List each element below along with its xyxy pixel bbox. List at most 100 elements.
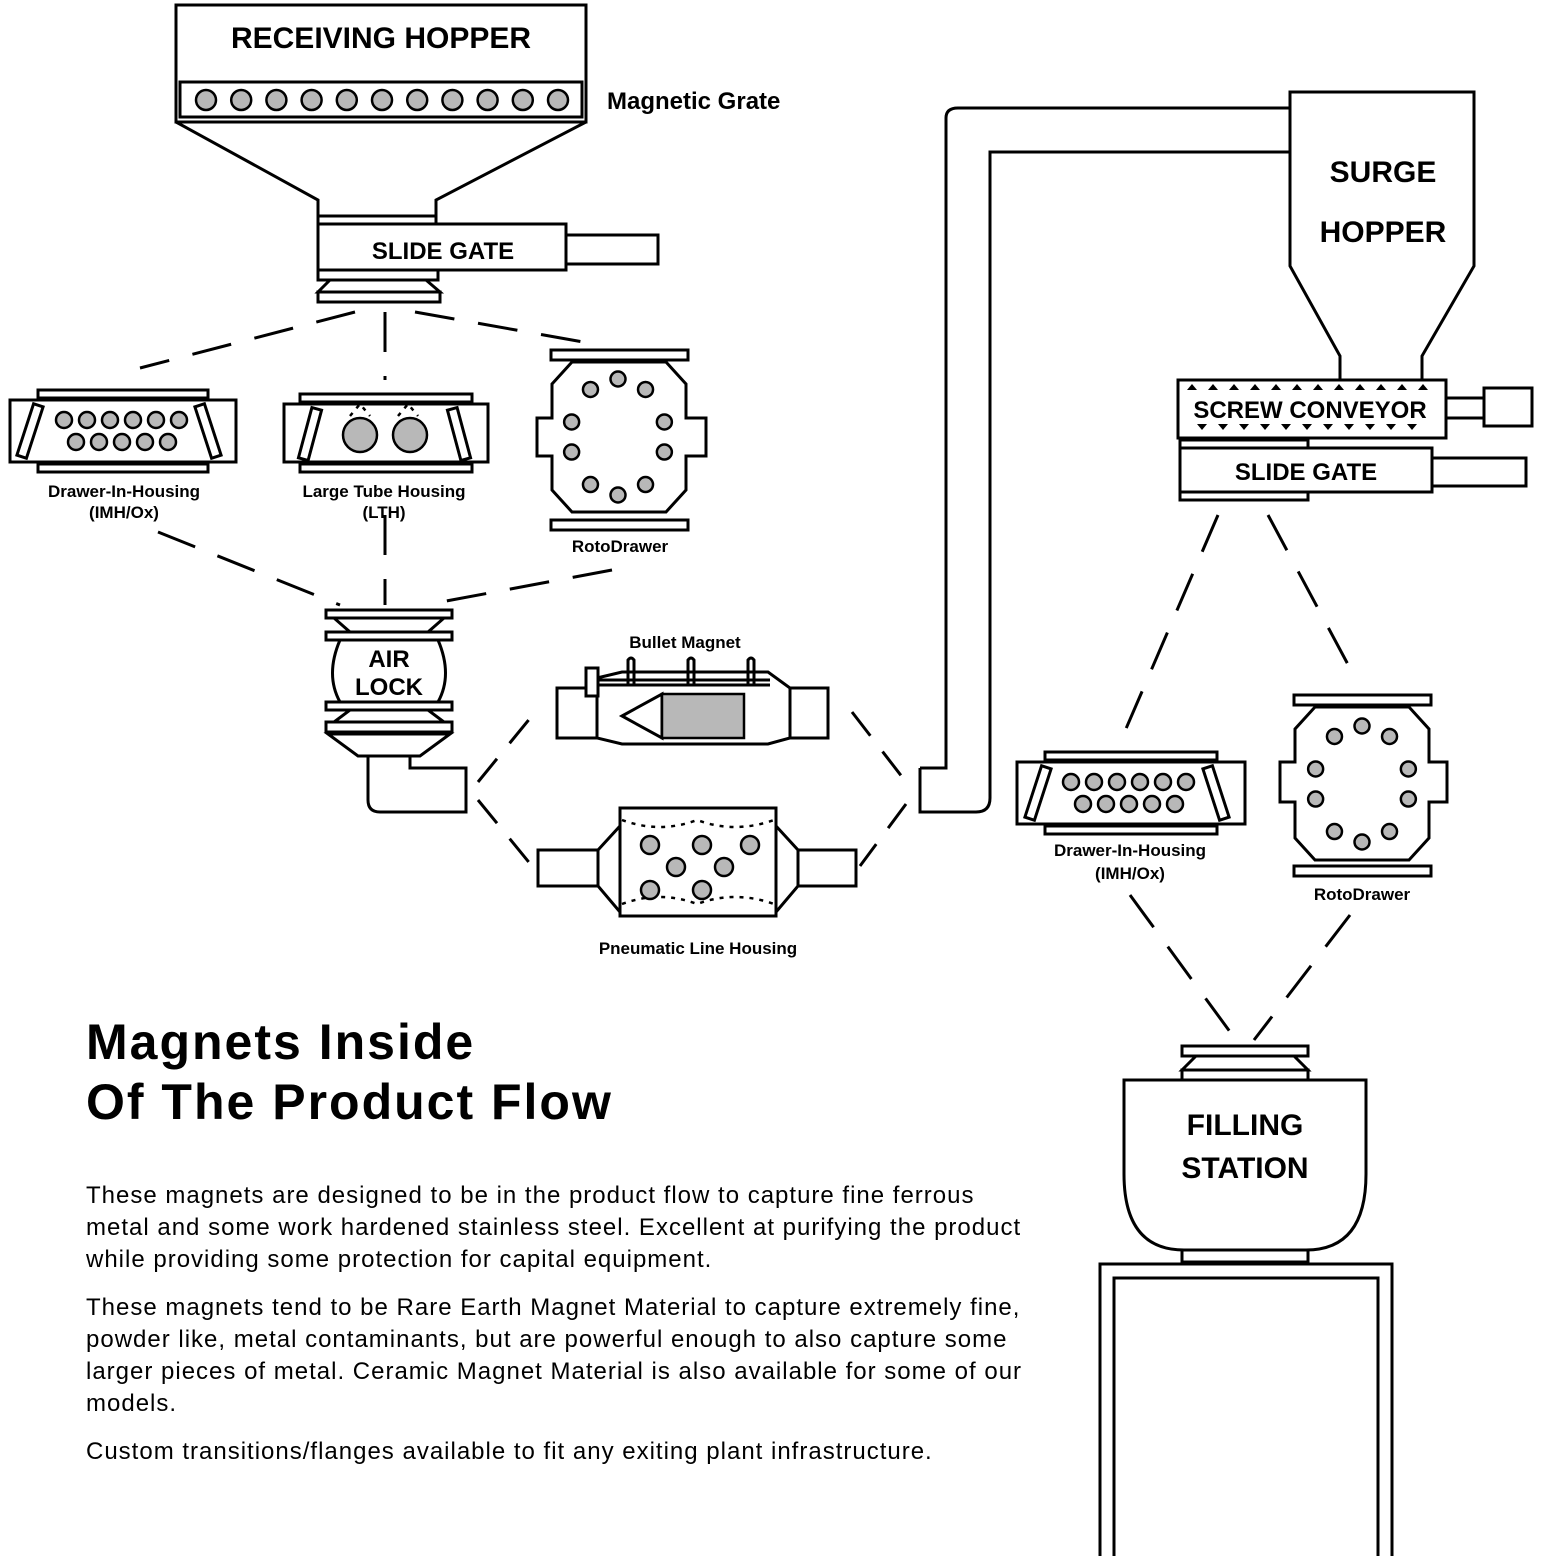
magnet-circle (581, 380, 600, 399)
screw-flight-mark (1208, 384, 1218, 390)
rotodrawer-magnets (1306, 717, 1418, 851)
magnet-circle (169, 410, 189, 430)
screw-flight-mark (1187, 384, 1197, 390)
screw-conveyor-label: SCREW CONVEYOR (1193, 397, 1426, 424)
description-paragraph-2: These magnets tend to be Rare Earth Magn… (86, 1294, 1023, 1417)
filling-station: FILLING STATION (1122, 1044, 1368, 1264)
magnet-circle (1142, 794, 1162, 814)
magnet-circle (639, 834, 661, 856)
magnet-circle (713, 856, 735, 878)
screw-flight-mark (1334, 384, 1344, 390)
magnet-circle (135, 432, 155, 452)
grate-magnets (194, 88, 570, 112)
screw-flight-mark (1407, 424, 1417, 430)
magnet-circle (739, 834, 761, 856)
magnet-circle (265, 88, 288, 112)
magnet-circle (665, 856, 687, 878)
screw-flight-mark (1292, 384, 1302, 390)
drawer-in-housing-2-code: (IMH/Ox) (1095, 864, 1165, 883)
magnet-circle (691, 879, 713, 901)
magnet-circle (1325, 822, 1344, 841)
drawer-magnets (54, 410, 189, 452)
magnet-circle (636, 380, 655, 399)
screw-flight-mark (1281, 424, 1291, 430)
magnet-circle (1399, 760, 1418, 778)
screw-flight-mark (1250, 384, 1260, 390)
magnet-circle (1353, 833, 1371, 851)
screw-flights (1187, 384, 1428, 430)
convey-line (918, 106, 1290, 814)
surge-hopper-label-2: HOPPER (1320, 216, 1447, 249)
rotodrawer-label: RotoDrawer (572, 537, 669, 556)
magnet-circle (441, 88, 464, 112)
magnet-circle (112, 432, 132, 452)
surge-hopper-label-1: SURGE (1330, 156, 1437, 189)
slide-gate-top: SLIDE GATE (314, 214, 660, 304)
magnet-circle (158, 432, 178, 452)
magnet-circle (194, 88, 218, 112)
magnet-circle (89, 432, 109, 452)
screw-flight-mark (1239, 424, 1249, 430)
heading-line-2: Of The Product Flow (86, 1074, 613, 1130)
magnet-circle (146, 410, 166, 430)
magnet-circle (1119, 794, 1139, 814)
magnet-circle (691, 834, 713, 856)
container (1098, 1262, 1394, 1556)
magnet-circle (581, 475, 600, 494)
magnet-circle (1325, 727, 1344, 746)
magnet-circle (562, 443, 581, 461)
screw-flight-mark (1313, 384, 1323, 390)
magnet-circle (1353, 717, 1371, 735)
magnet-circle (1107, 772, 1127, 792)
bullet-magnet-label: Bullet Magnet (629, 633, 741, 652)
magnet-circle (123, 410, 143, 430)
magnet-circle (476, 88, 499, 112)
magnet-circle (1176, 772, 1196, 792)
magnet-circle (639, 879, 661, 901)
screw-flight-mark (1365, 424, 1375, 430)
page-heading: Magnets Inside Of The Product Flow (86, 1012, 613, 1132)
magnet-circle (1306, 790, 1325, 808)
magnet-circle (655, 413, 674, 431)
heading-line-1: Magnets Inside (86, 1014, 476, 1070)
magnetic-grate-label: Magnetic Grate (607, 88, 780, 115)
rotodrawer-magnets (562, 370, 674, 504)
magnet-circle (1130, 772, 1150, 792)
description-paragraph-1: These magnets are designed to be in the … (86, 1182, 1022, 1273)
drawer-in-housing-1: Drawer-In-Housing (IMH/Ox) (8, 388, 238, 522)
large-tube-housing-code: (LTH) (362, 503, 405, 522)
magnet-circle (54, 410, 74, 430)
magnet-circle (1061, 772, 1081, 792)
magnet-circle (335, 88, 359, 112)
magnet-circle (546, 88, 570, 112)
magnet-circle (609, 370, 627, 388)
slide-gate-label: SLIDE GATE (372, 238, 514, 265)
magnet-circle (636, 475, 655, 494)
large-tube-housing: Large Tube Housing (LTH) (282, 392, 490, 522)
drawer-magnets (1061, 772, 1196, 814)
magnet-circle (1380, 822, 1399, 841)
rotodrawer-1: RotoDrawer (535, 348, 708, 556)
magnet-circle (562, 413, 581, 431)
air-lock-label-2: LOCK (355, 674, 424, 701)
magnet-circle (609, 486, 627, 504)
screw-flight-mark (1197, 424, 1207, 430)
screw-flight-mark (1218, 424, 1228, 430)
magnet-circle (1096, 794, 1116, 814)
surge-hopper: SURGE HOPPER (1288, 90, 1476, 382)
magnet-circle (511, 88, 535, 112)
pneumatic-line-housing-label: Pneumatic Line Housing (599, 939, 797, 958)
screw-flight-mark (1376, 384, 1386, 390)
pneumatic-magnets (639, 834, 761, 901)
magnet-circle (77, 410, 97, 430)
filling-station-label-1: FILLING (1187, 1109, 1304, 1142)
bullet-magnet: Bullet Magnet (555, 633, 830, 746)
large-tube-housing-label: Large Tube Housing (302, 482, 465, 501)
connector-lines-middle (476, 705, 908, 867)
slide-gate-2-label: SLIDE GATE (1235, 459, 1377, 486)
screw-flight-mark (1355, 384, 1365, 390)
receiving-hopper-label: RECEIVING HOPPER (231, 22, 531, 55)
slide-gate-bottom: SLIDE GATE (1178, 438, 1528, 502)
magnet-circle (1084, 772, 1104, 792)
